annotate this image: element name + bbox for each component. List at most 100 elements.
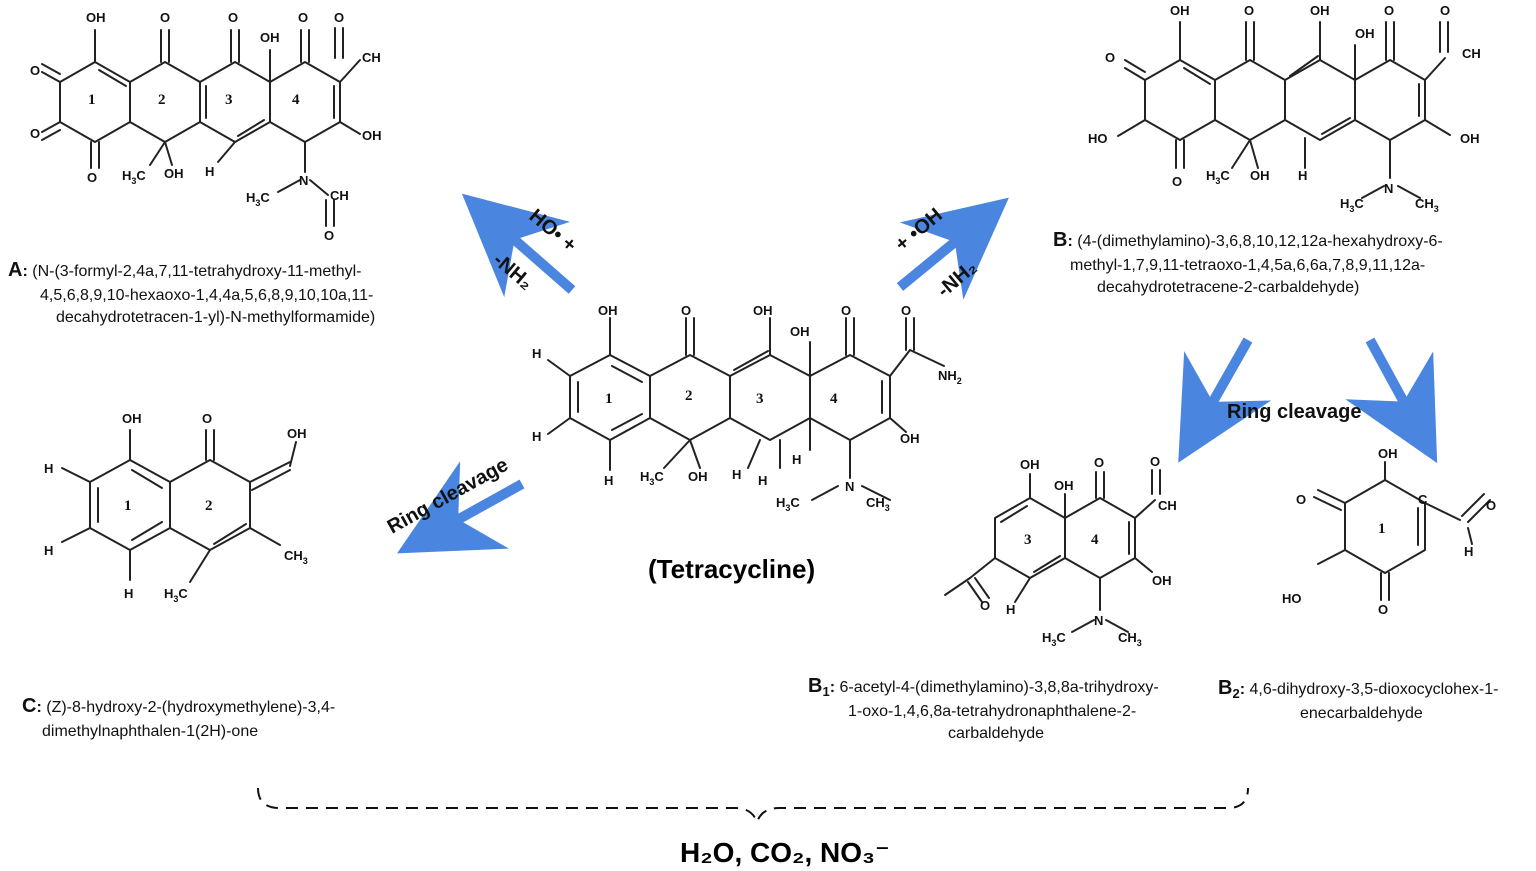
- svg-text:O: O: [841, 303, 851, 318]
- svg-text:N: N: [845, 479, 854, 494]
- arrow-b-loss: -NH₂: [933, 256, 981, 301]
- svg-text:O: O: [980, 598, 990, 613]
- svg-text:O: O: [30, 126, 40, 141]
- svg-text:O: O: [202, 411, 212, 426]
- arrow-to-c: [397, 461, 525, 554]
- svg-text:H3C: H3C: [164, 586, 188, 604]
- svg-text:CH3: CH3: [284, 548, 308, 566]
- svg-text:H: H: [44, 461, 53, 476]
- svg-text:2: 2: [685, 388, 693, 404]
- compound-a-name: A: (N-(3-formyl-2,4a,7,11-tetrahydroxy-1…: [8, 259, 375, 326]
- svg-text:1: 1: [124, 498, 132, 514]
- svg-text:CH: CH: [330, 188, 349, 203]
- svg-text:OH: OH: [688, 469, 708, 484]
- arrow-to-a: [461, 193, 576, 298]
- svg-text:H: H: [124, 586, 133, 601]
- svg-text:H: H: [44, 543, 53, 558]
- svg-text:O: O: [1094, 455, 1104, 470]
- compound-c-structure: OH O OH H H H H3C CH3 1 2: [44, 411, 308, 604]
- compound-b2-name: B2: 4,6-dihydroxy-3,5-dioxocyclohex-1- e…: [1218, 677, 1498, 722]
- svg-text:4: 4: [1091, 532, 1099, 548]
- svg-text:O: O: [1378, 602, 1388, 617]
- final-products: H₂O, CO₂, NO₃⁻: [680, 837, 890, 868]
- svg-text:A: (N-(3-formyl-2,4a,7,11-tetr: A: (N-(3-formyl-2,4a,7,11-tetrahydroxy-1…: [8, 259, 362, 281]
- svg-text:OH: OH: [1460, 131, 1480, 146]
- svg-text:decahydrotetracene-2-carbaldeh: decahydrotetracene-2-carbaldehyde): [1097, 279, 1359, 296]
- svg-text:OH: OH: [753, 303, 773, 318]
- svg-text:OH: OH: [1250, 168, 1270, 183]
- svg-text:B1: 6-acetyl-4-(dimethylamino): B1: 6-acetyl-4-(dimethylamino)-3,8,8a-tr…: [808, 675, 1159, 699]
- svg-text:decahydrotetracen-1-yl)-N-meth: decahydrotetracen-1-yl)-N-methylformamid…: [56, 309, 375, 326]
- svg-text:H: H: [1464, 544, 1473, 559]
- svg-text:1: 1: [1378, 521, 1386, 537]
- compound-b-structure: OH O OH OH O O CH O HO O H3C OH H OH N H…: [1088, 3, 1481, 214]
- svg-text:CH3: CH3: [866, 495, 890, 513]
- svg-text:CH: CH: [362, 50, 381, 65]
- svg-text:OH: OH: [260, 30, 280, 45]
- svg-text:H: H: [792, 452, 801, 467]
- mineralization-brace: [257, 787, 1249, 825]
- svg-text:N: N: [1384, 181, 1393, 196]
- arrow-to-b1: [1178, 337, 1272, 463]
- compound-b1-name: B1: 6-acetyl-4-(dimethylamino)-3,8,8a-tr…: [808, 675, 1159, 742]
- svg-text:OH: OH: [122, 411, 142, 426]
- svg-text:H3C: H3C: [640, 469, 664, 487]
- tetracycline-structure: OH O OH OH O O NH2 OH H H H H3C OH H H H…: [532, 303, 962, 513]
- svg-text:OH: OH: [1152, 573, 1172, 588]
- svg-text:H: H: [604, 473, 613, 488]
- svg-text:4,5,6,8,9,10-hexaoxo-1,4,4a,5,: 4,5,6,8,9,10-hexaoxo-1,4,4a,5,6,8,9,10,1…: [40, 287, 373, 304]
- svg-text:H3C: H3C: [1206, 168, 1230, 186]
- svg-text:1: 1: [88, 92, 96, 108]
- svg-text:H3C: H3C: [122, 168, 146, 186]
- svg-text:OH: OH: [1020, 457, 1040, 472]
- svg-text:H: H: [532, 429, 541, 444]
- svg-text:CH: CH: [1158, 498, 1177, 513]
- svg-text:OH: OH: [598, 303, 618, 318]
- svg-text:H3C: H3C: [246, 190, 270, 208]
- svg-text:4: 4: [292, 92, 300, 108]
- svg-text:CH: CH: [1462, 46, 1481, 61]
- svg-text:O: O: [1384, 3, 1394, 18]
- svg-text:O: O: [681, 303, 691, 318]
- svg-text:H: H: [532, 346, 541, 361]
- svg-text:methyl-1,7,9,11-tetraoxo-1,4,5: methyl-1,7,9,11-tetraoxo-1,4,5a,6,6a,7,8…: [1070, 257, 1425, 274]
- svg-text:O: O: [298, 10, 308, 25]
- svg-text:O: O: [324, 228, 334, 243]
- svg-text:3: 3: [756, 391, 764, 407]
- svg-text:O: O: [1105, 50, 1115, 65]
- svg-text:OH: OH: [362, 128, 382, 143]
- compound-a-structure: OH O O OH O O CH O O O H3C OH H OH N H3C…: [30, 10, 382, 243]
- svg-text:O: O: [901, 303, 911, 318]
- svg-text:C: C: [1418, 492, 1428, 507]
- svg-text:O: O: [160, 10, 170, 25]
- arrow-a-reagent: HO• +: [525, 205, 581, 257]
- svg-text:H: H: [1298, 168, 1307, 183]
- svg-text:O: O: [1244, 3, 1254, 18]
- svg-text:H: H: [758, 473, 767, 488]
- svg-text:B: (4-(dimethylamino)-3,6,8,10: B: (4-(dimethylamino)-3,6,8,10,12,12a-he…: [1053, 229, 1443, 251]
- svg-text:4: 4: [830, 391, 838, 407]
- svg-text:H: H: [732, 467, 741, 482]
- svg-text:N: N: [299, 173, 308, 188]
- svg-text:NH2: NH2: [938, 368, 962, 386]
- svg-text:H: H: [1006, 602, 1015, 617]
- arrow-b-reagent: + •OH: [891, 204, 947, 256]
- svg-text:O: O: [30, 63, 40, 78]
- svg-text:N: N: [1094, 613, 1103, 628]
- svg-text:CH3: CH3: [1118, 630, 1142, 648]
- svg-text:HO: HO: [1088, 131, 1108, 146]
- svg-text:OH: OH: [86, 10, 106, 25]
- svg-text:OH: OH: [164, 166, 184, 181]
- compound-c-name: C: (Z)-8-hydroxy-2-(hydroxymethylene)-3,…: [22, 695, 335, 740]
- svg-text:O: O: [1486, 498, 1496, 513]
- svg-text:O: O: [334, 10, 344, 25]
- svg-text:HO: HO: [1282, 591, 1302, 606]
- svg-text:OH: OH: [1355, 26, 1375, 41]
- svg-text:H3C: H3C: [776, 495, 800, 513]
- svg-text:O: O: [1172, 174, 1182, 189]
- svg-text:H3C: H3C: [1042, 630, 1066, 648]
- svg-text:H: H: [205, 164, 214, 179]
- svg-text:2: 2: [205, 498, 213, 514]
- compound-b-name: B: (4-(dimethylamino)-3,6,8,10,12,12a-he…: [1053, 229, 1443, 296]
